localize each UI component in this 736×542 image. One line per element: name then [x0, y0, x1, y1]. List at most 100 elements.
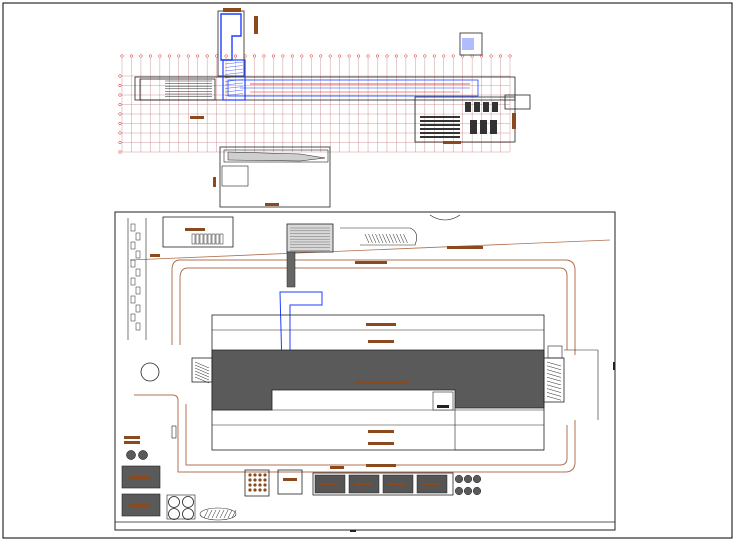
grid-dot	[263, 478, 267, 482]
east-hatch-line	[546, 361, 562, 367]
grid-column-bubble	[338, 54, 342, 58]
parked-vehicles	[130, 223, 160, 331]
detail-inset-strip	[223, 149, 329, 163]
bl-building-label-2	[130, 504, 150, 507]
grid-dot	[253, 483, 257, 487]
grid-column-bubble	[196, 54, 200, 58]
detail-inset-shape	[227, 151, 326, 162]
grid-column-bubble	[309, 54, 313, 58]
grid-dot	[253, 478, 257, 482]
tower-vertical-label	[254, 16, 258, 34]
parking-stripe	[389, 233, 394, 244]
grid-column-bubble	[262, 54, 266, 58]
grid-row-bubble	[118, 112, 122, 116]
ring-road-outer	[134, 259, 576, 473]
grid-column-bubble	[290, 54, 294, 58]
east-hatch-line	[546, 369, 562, 374]
grid-column-bubble	[498, 54, 503, 58]
grid-column-bubble	[234, 54, 238, 58]
tower-hatch-box	[222, 59, 246, 101]
bottom-left-tanks-2	[166, 494, 196, 520]
parking-stripe	[364, 233, 370, 244]
detail-inset-bottom-label	[265, 203, 279, 206]
main-hall-outline	[134, 76, 516, 101]
grid-column-bubble	[271, 54, 275, 58]
garage-label	[185, 228, 205, 231]
garage-bay	[203, 233, 208, 245]
grid-column-bubble	[394, 54, 398, 58]
parking-stripe	[371, 233, 377, 244]
east-hatch-line	[546, 388, 562, 393]
platform-label-mid	[368, 340, 394, 343]
parking-stripe	[368, 233, 373, 244]
tower-hatch-line	[224, 72, 244, 75]
platform-small-room-mark	[437, 405, 449, 408]
grid-dot	[263, 483, 267, 487]
right-wing-block	[470, 120, 477, 134]
parking-stripe	[399, 233, 405, 244]
storage-tank	[182, 508, 194, 520]
lower-site-plan	[114, 211, 616, 532]
right-edge-mark	[613, 362, 615, 370]
right-wing-vert-label	[512, 113, 516, 129]
tower-blue-corridor	[220, 13, 242, 61]
tower-hatch-line	[224, 68, 244, 72]
right-wing-block	[465, 102, 471, 112]
grid-column-bubble	[224, 54, 228, 58]
bc-small-building	[277, 469, 303, 495]
vehicle	[135, 286, 141, 295]
grid-dot	[248, 488, 252, 492]
grid-column-bubble	[120, 54, 124, 58]
grid-column-bubble	[347, 54, 351, 58]
bl-building-label-1	[130, 476, 150, 479]
grid-column-bubble	[423, 54, 427, 58]
garage-bay	[191, 233, 196, 245]
east-hatch-line	[546, 395, 562, 401]
grid-column-bubble	[186, 54, 190, 58]
parking-stripe	[392, 233, 398, 244]
tower-hatch-line	[224, 65, 244, 68]
storage-tank	[168, 508, 180, 520]
garage-bay	[195, 233, 200, 245]
storage-tank	[454, 486, 464, 496]
right-wing-block	[480, 120, 487, 134]
tower-hatch-line	[224, 79, 244, 82]
right-wing-bar	[420, 128, 460, 130]
east-hatch-line	[546, 384, 562, 390]
grid-dot	[258, 488, 262, 492]
vehicle	[135, 304, 141, 313]
top-right-annex	[459, 32, 483, 56]
garage-bay	[207, 233, 212, 245]
bottom-left-tanks	[126, 450, 148, 460]
bc-small-label	[283, 478, 297, 481]
right-wing-equipment	[420, 102, 498, 138]
grid-column-bubble	[357, 54, 361, 58]
grid-dot	[253, 488, 257, 492]
tower-outline	[217, 10, 245, 77]
vehicle	[130, 313, 136, 322]
grid-row-bubble	[118, 83, 122, 88]
right-wing-block	[492, 102, 498, 112]
hatch-line	[215, 509, 221, 519]
detail-inset-outline	[219, 146, 331, 208]
bc-label	[330, 466, 344, 469]
garage-bay	[211, 233, 216, 245]
entry-label	[150, 254, 160, 257]
top-station	[286, 223, 334, 253]
top-station-hatching	[290, 227, 330, 251]
scale-tick	[350, 530, 356, 532]
grid-column-bubble	[129, 54, 134, 58]
grid-column-bubble	[442, 54, 446, 58]
bl-label-1	[124, 436, 140, 439]
right-wing-block	[490, 120, 497, 134]
tower-hatch-line	[224, 75, 244, 79]
storage-tank	[168, 496, 180, 508]
site-boundary	[114, 211, 616, 531]
right-wing-block	[474, 102, 480, 112]
tower-label-box	[223, 8, 241, 12]
annex-room-label	[320, 483, 338, 486]
west-hatch-line	[194, 364, 210, 372]
tower-hatch-line	[224, 82, 244, 86]
right-wing-bar	[420, 116, 460, 118]
grid-column-bubble	[375, 54, 380, 58]
